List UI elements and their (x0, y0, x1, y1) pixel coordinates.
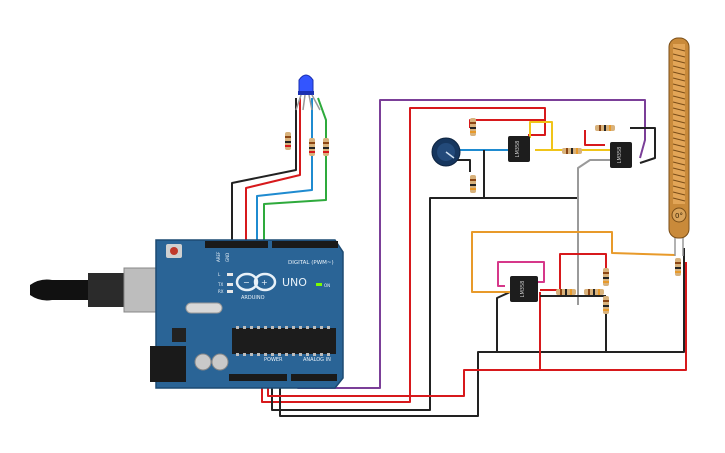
brand-label: ARDUINO (241, 295, 265, 301)
resistor-led-3[interactable] (323, 138, 329, 156)
usb-cable[interactable] (30, 267, 161, 313)
tx-label: TX (217, 282, 223, 287)
l-led-indicator (227, 273, 233, 276)
wire-gray-vertical[interactable] (577, 159, 612, 305)
flex-angle-label: 0° (675, 212, 683, 220)
crystal (185, 302, 223, 314)
wire-blue-led[interactable] (256, 98, 313, 242)
flex-sensor[interactable]: 0° (668, 37, 690, 256)
wire-black-mid[interactable] (496, 291, 511, 352)
resistor-top-horizontal[interactable] (595, 125, 615, 131)
tx-led-indicator (227, 283, 233, 286)
opamp-chip-3[interactable]: LM358 (510, 276, 538, 302)
power-jack[interactable] (150, 346, 186, 382)
digital-header-left[interactable] (205, 241, 268, 248)
power-header[interactable] (229, 374, 287, 381)
resistor-led-1[interactable] (285, 132, 291, 150)
wire-pink-loop[interactable] (497, 261, 545, 287)
on-led-indicator (316, 283, 322, 286)
capacitor-1 (194, 353, 212, 371)
wire-orange-loop[interactable] (471, 231, 676, 293)
resistor-bottom-h2[interactable] (584, 289, 604, 295)
analog-label: ANALOG IN (303, 357, 331, 363)
potentiometer[interactable] (431, 137, 461, 167)
wire-red-right-opamp[interactable] (584, 130, 605, 146)
resistor-led-2[interactable] (309, 138, 315, 156)
wire-black-bottom[interactable] (279, 248, 685, 417)
aref-label: AREF (216, 251, 221, 262)
svg-text:−: − (243, 278, 250, 287)
opamp-chip-2[interactable]: LM358 (610, 142, 632, 168)
arduino-board[interactable]: DIGITAL (PWM~) AREF GND − + UNO ARDUINO … (30, 239, 344, 389)
wire-red-bottom-opamp[interactable] (540, 253, 607, 291)
led-rgb[interactable] (295, 74, 321, 111)
model-label: UNO (282, 276, 307, 289)
resistor-top-left[interactable] (470, 118, 476, 136)
on-label: ON (324, 283, 330, 288)
usb-chip (172, 328, 186, 342)
wire-red-led[interactable] (245, 98, 301, 242)
l-label: L (218, 272, 221, 277)
resistor-bottom-h1[interactable] (556, 289, 576, 295)
power-label: POWER (264, 357, 283, 363)
resistor-bottom-v1[interactable] (603, 268, 609, 286)
wire-red-5v[interactable] (261, 107, 546, 403)
resistor-link-horizontal[interactable] (562, 148, 582, 154)
rx-led-indicator (227, 290, 233, 293)
svg-text:+: + (261, 278, 268, 287)
arduino-logo: − + (235, 272, 277, 292)
wire-black-right-opamp[interactable] (630, 127, 656, 164)
digital-label: DIGITAL (PWM~) (288, 260, 334, 266)
resistor-bottom-v2[interactable] (603, 296, 609, 314)
resistor-mid-left[interactable] (470, 175, 476, 193)
wire-black-led[interactable] (231, 98, 297, 242)
wires (231, 97, 687, 417)
gnd-label: GND (225, 253, 230, 262)
opamp-label-2: LM358 (617, 147, 623, 164)
analog-header[interactable] (291, 374, 337, 381)
resistor-flex[interactable] (675, 258, 681, 276)
digital-header-right[interactable] (272, 241, 338, 248)
opamp-label-3: LM358 (520, 281, 526, 298)
wire-red-bottom[interactable] (267, 262, 687, 397)
opamp-chip-1[interactable]: LM358 (508, 136, 530, 162)
capacitor-2 (211, 353, 229, 371)
wire-green-led[interactable] (263, 97, 327, 242)
rx-label: RX (218, 289, 224, 294)
microcontroller (232, 328, 336, 354)
opamp-label-1: LM358 (515, 141, 521, 158)
